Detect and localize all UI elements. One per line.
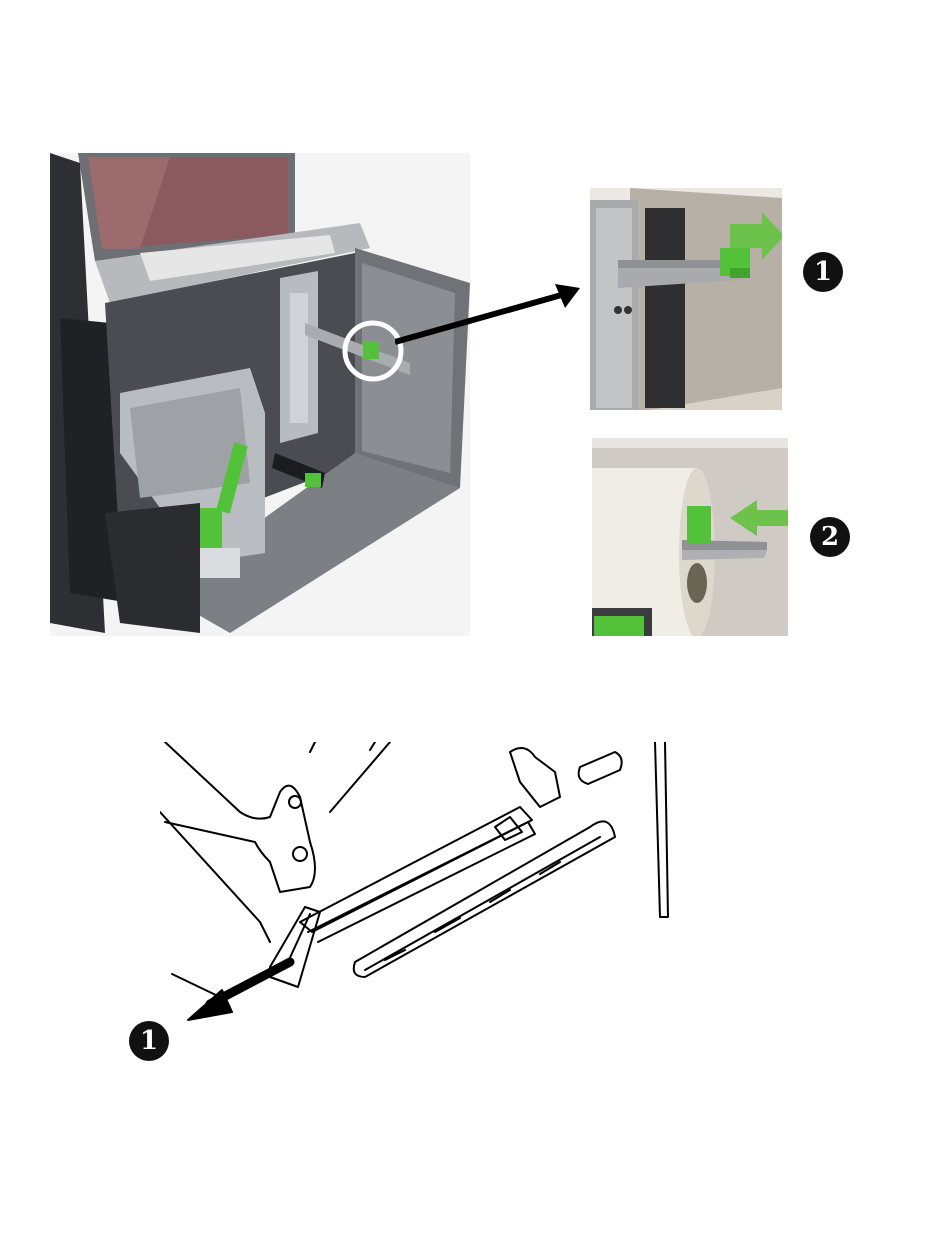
detail-photo-2 [592, 438, 788, 636]
printer-photo [50, 153, 470, 636]
pointer-arrow [395, 280, 585, 350]
hanger-line-diagram [160, 742, 680, 1042]
detail-photo-1 [590, 188, 782, 410]
step-badge-1-photo: 1 [803, 252, 843, 292]
step-badge-1-diagram: 1 [129, 1021, 169, 1061]
step-badge-2-photo: 2 [810, 517, 850, 557]
